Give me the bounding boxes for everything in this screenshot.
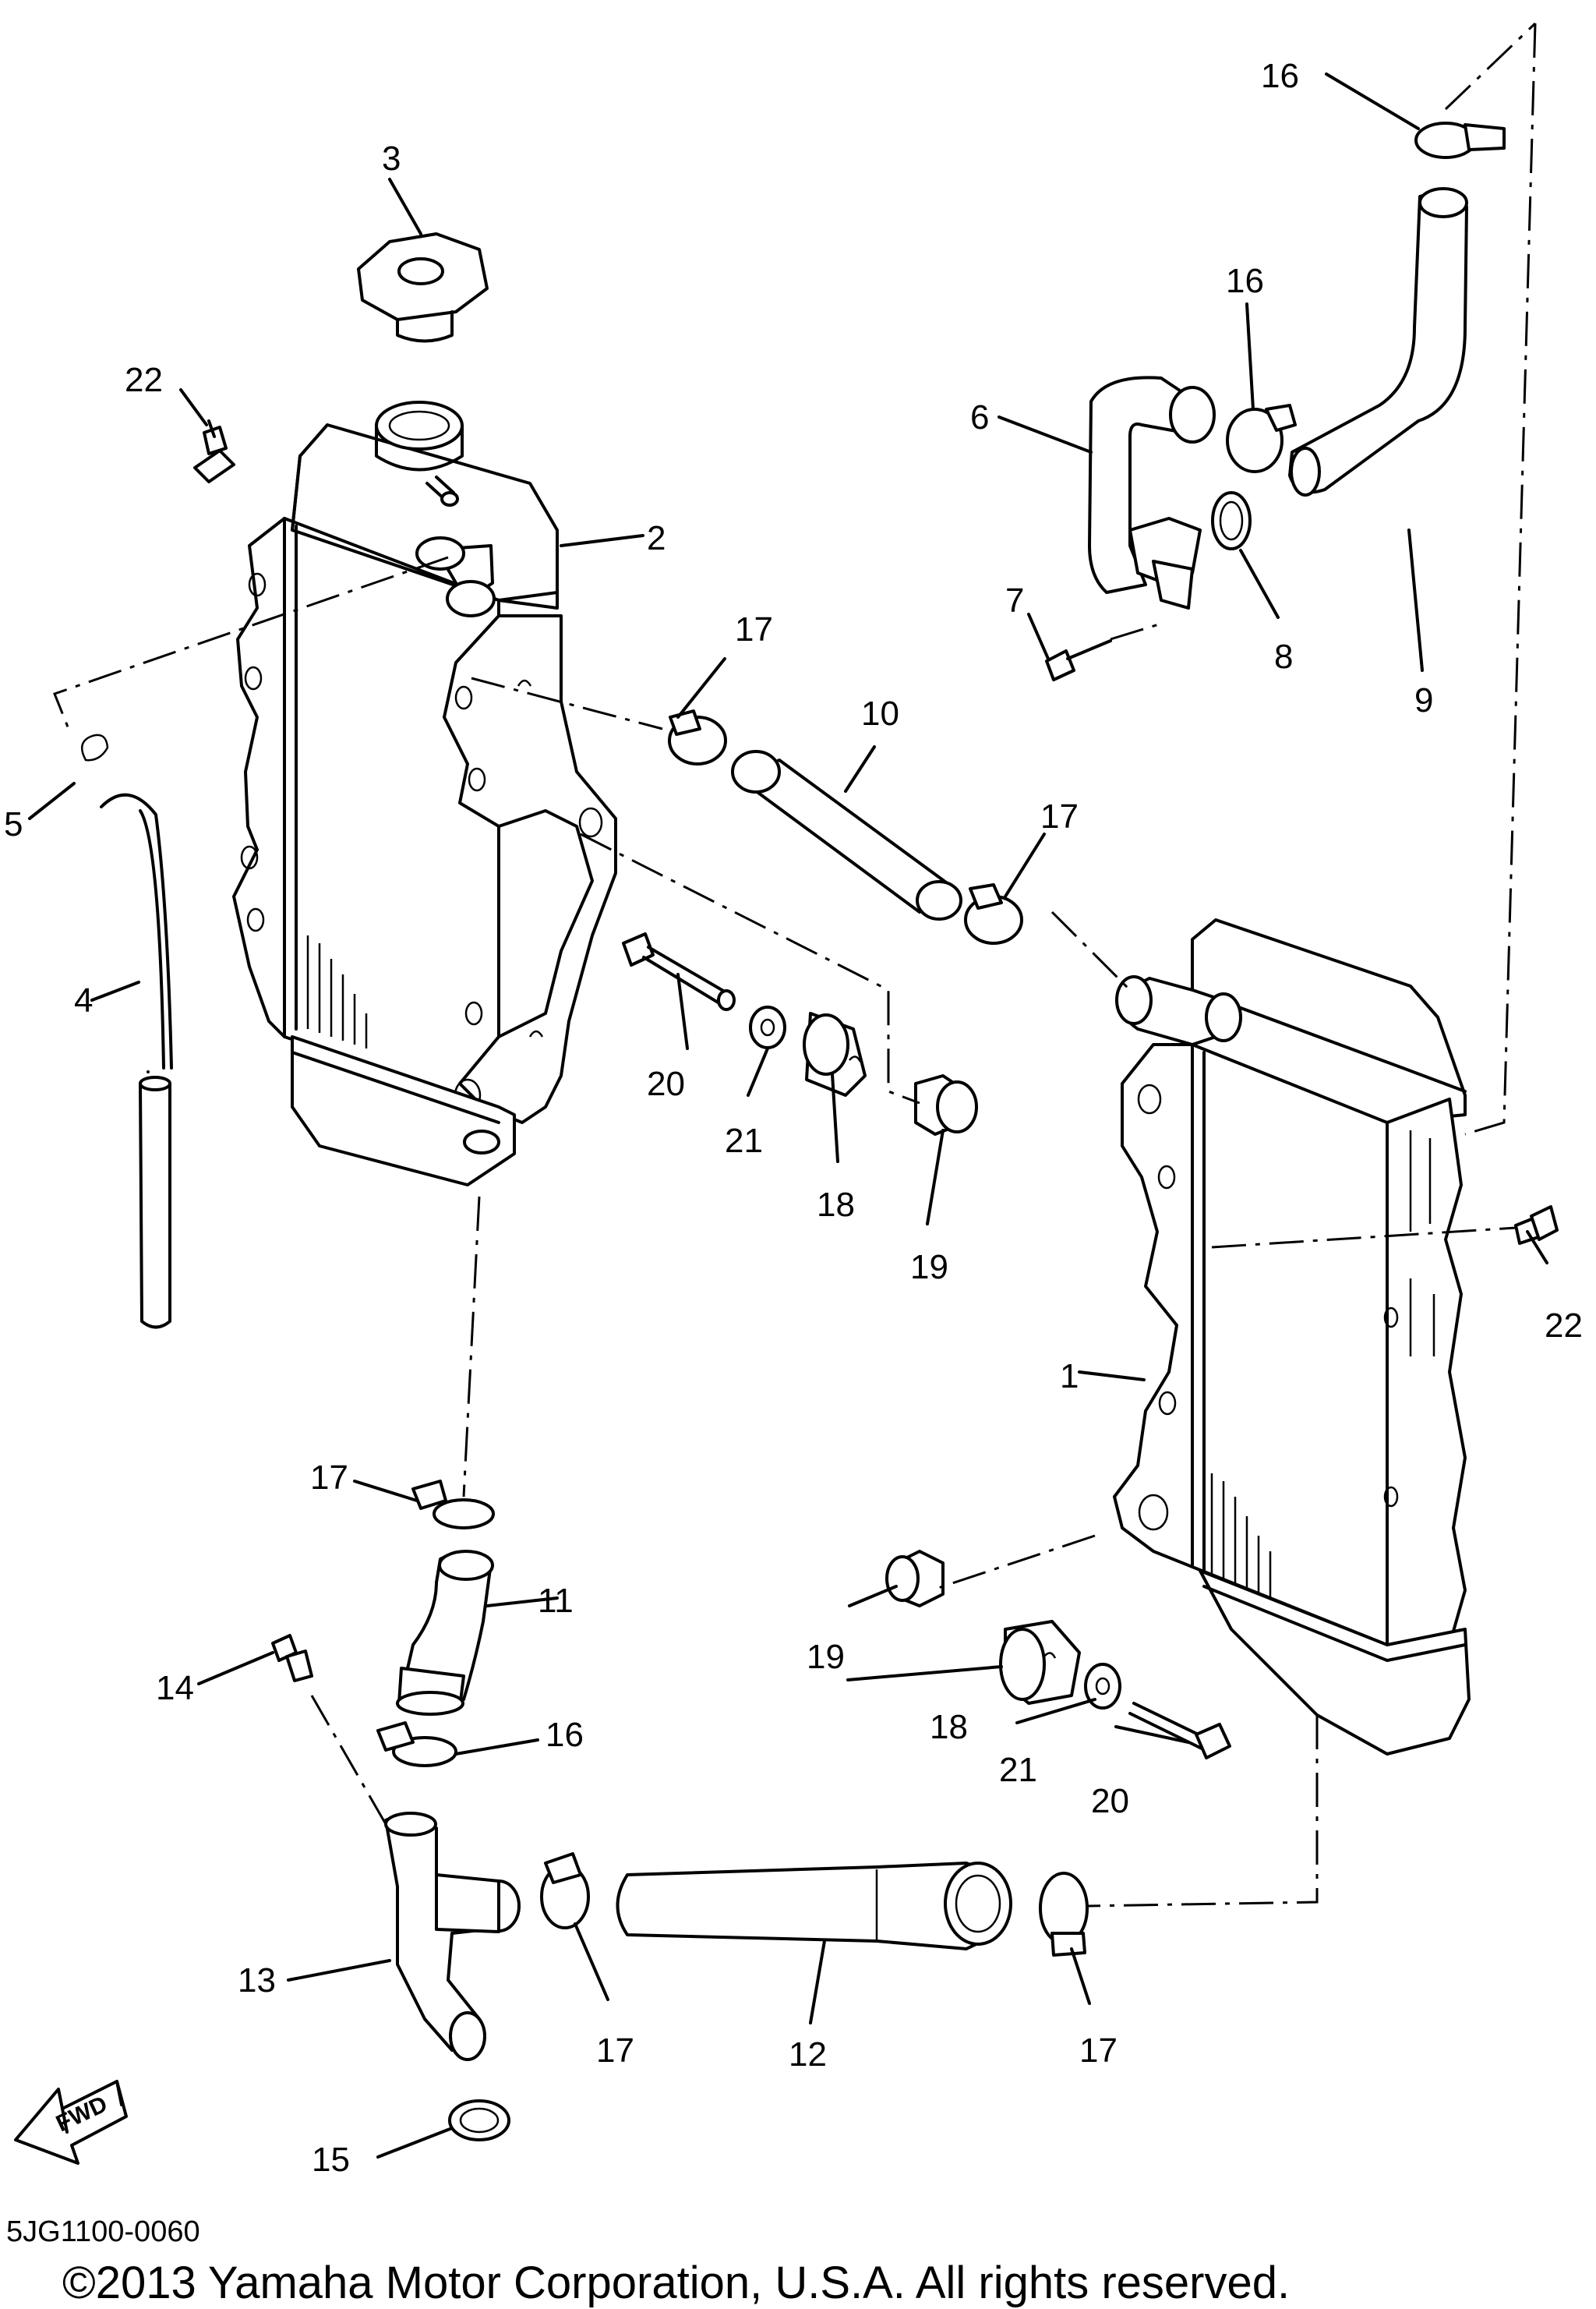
callout-22-right: 22 — [1545, 1307, 1583, 1345]
callout-17-upper-left: 17 — [735, 610, 773, 649]
hose-9-drawing — [1288, 187, 1468, 497]
left-radiator-drawing — [232, 401, 617, 1186]
fwd-arrow: FWD — [14, 2080, 128, 2165]
callout-22-left: 22 — [125, 361, 163, 399]
callout-11: 11 — [538, 1582, 574, 1620]
clamp-17-lower-left-drawing — [540, 1852, 590, 1929]
overflow-hose-drawing — [80, 734, 173, 1329]
clamp-17-upper-right-drawing — [964, 883, 1023, 945]
callout-21-upper: 21 — [725, 1122, 763, 1160]
mount-group-upper-drawing — [622, 932, 978, 1136]
callout-17-lower-right: 17 — [1079, 2031, 1118, 2070]
bolt-22-left-drawing — [193, 419, 235, 483]
gasket-15-drawing — [448, 2099, 510, 2141]
gasket-8-drawing — [1211, 491, 1252, 550]
leader-lines — [28, 72, 1548, 2159]
clamp-17-lower-right-drawing — [1039, 1872, 1089, 1957]
callout-19-upper: 19 — [910, 1248, 948, 1286]
callout-19-lower: 19 — [807, 1638, 845, 1676]
callout-18-lower: 18 — [930, 1708, 968, 1746]
callout-17-left: 17 — [310, 1459, 348, 1497]
callout-15: 15 — [312, 2141, 350, 2179]
callout-20-upper: 20 — [647, 1065, 685, 1103]
callout-16-lower: 16 — [546, 1716, 584, 1754]
bolt-14-drawing — [271, 1634, 313, 1682]
callout-14: 14 — [156, 1669, 194, 1707]
hose-6-drawing — [1088, 376, 1216, 610]
diagram-part-code: 5JG1100-0060 — [6, 2215, 200, 2248]
hose-12-drawing — [616, 1862, 1012, 1950]
callout-20-lower: 20 — [1091, 1782, 1129, 1820]
clamp-16-upper-drawing — [1226, 404, 1297, 473]
callout-21-lower: 21 — [999, 1751, 1037, 1789]
copyright-notice: ©2013 Yamaha Motor Corporation, U.S.A. A… — [62, 2258, 1290, 2308]
bolt-22-right-drawing — [1514, 1205, 1559, 1245]
callout-12: 12 — [789, 2035, 827, 2074]
callout-16-top: 16 — [1261, 57, 1299, 95]
bolt-7-drawing — [1045, 639, 1112, 681]
callout-5: 5 — [4, 805, 23, 843]
callout-4: 4 — [74, 981, 93, 1020]
clamp-16-top-drawing — [1414, 122, 1506, 159]
assembly-centerlines — [53, 22, 1537, 1908]
callout-17-upper-right: 17 — [1040, 797, 1079, 836]
right-radiator-drawing — [1113, 918, 1471, 1756]
callout-7: 7 — [1005, 582, 1024, 620]
clamp-17-upper-left-drawing — [668, 709, 727, 766]
callout-2: 2 — [647, 519, 666, 557]
hose-11-drawing — [396, 1550, 494, 1716]
clamp-17-left-lower-drawing — [411, 1480, 495, 1529]
radiator-cap-drawing — [357, 232, 489, 343]
callout-18-upper: 18 — [817, 1186, 855, 1224]
callout-9: 9 — [1414, 681, 1433, 720]
callout-8: 8 — [1274, 638, 1293, 676]
callout-17-lower-left: 17 — [596, 2031, 634, 2070]
hose-13-drawing — [384, 1812, 521, 2061]
callout-13: 13 — [238, 1961, 276, 2000]
callout-1: 1 — [1060, 1357, 1079, 1395]
callout-10: 10 — [861, 695, 899, 733]
callout-16-hose6: 16 — [1226, 262, 1264, 300]
callout-6: 6 — [970, 398, 989, 437]
clamp-16-lower-drawing — [376, 1721, 457, 1767]
hose-10-drawing — [731, 750, 962, 921]
mount-group-lower-drawing — [885, 1550, 1231, 1759]
callout-3: 3 — [382, 140, 401, 178]
